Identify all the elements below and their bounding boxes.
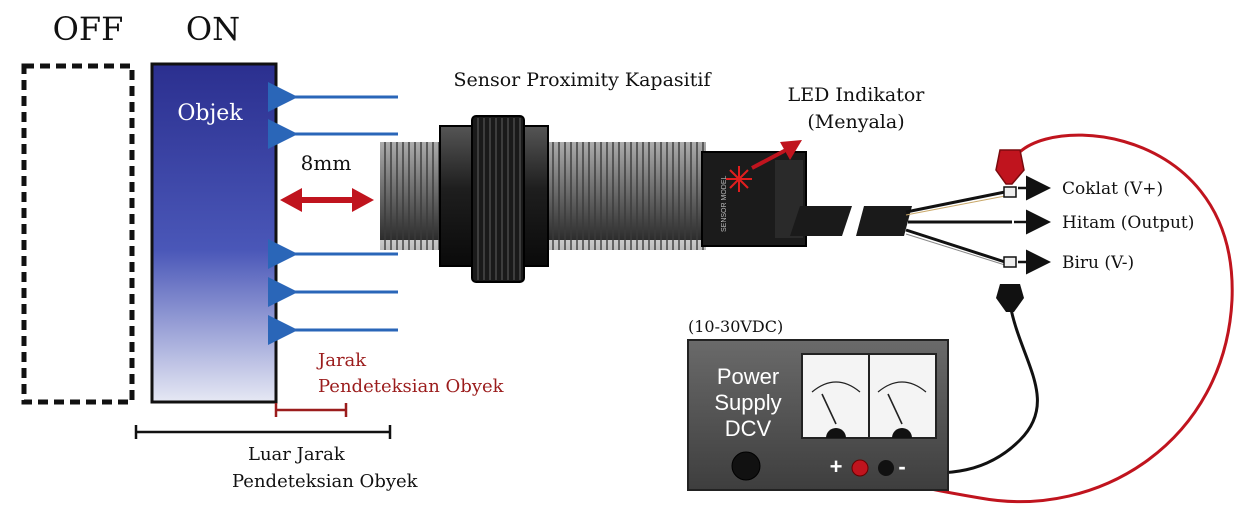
wire-brown [905, 190, 1006, 214]
object-off-outline [21, 63, 135, 405]
range-out-line1: Luar Jarak [248, 444, 346, 465]
range-in-line1: Jarak [316, 350, 367, 371]
psu-voltage-label: (10-30VDC) [688, 317, 783, 336]
sensor-thread-rear [546, 142, 706, 250]
sensor-label: Sensor Proximity Kapasitif [454, 69, 713, 91]
wire-blue [905, 228, 1006, 264]
psu-minus-terminal [878, 460, 894, 476]
on-state-label: ON [186, 10, 240, 48]
psu-title-line3: DCV [725, 416, 772, 441]
psu-knob [731, 451, 761, 481]
led-label-line1: LED Indikator [788, 84, 926, 106]
wire-label-black: Hitam (Output) [1062, 213, 1194, 233]
led-label-line2: (Menyala) [807, 111, 904, 133]
black-clip [996, 284, 1024, 312]
range-in-line2: Pendeteksian Obyek [318, 376, 505, 397]
outside-range-bar [134, 425, 392, 439]
red-clip [995, 149, 1025, 185]
sensor-cable [790, 186, 1017, 268]
object-label: Objek [177, 101, 243, 126]
psu-title-line1: Power [717, 364, 779, 389]
psu-meter-right [877, 381, 927, 425]
sensor-thread-front [380, 142, 442, 250]
wire-label-brown: Coklat (V+) [1062, 179, 1163, 199]
proximity-sensor: SENSOR MODEL [380, 115, 807, 283]
wire-label-blue: Biru (V-) [1062, 253, 1134, 273]
detection-range-bar [274, 403, 348, 417]
off-state-label: OFF [53, 10, 124, 48]
psu-minus-label: - [898, 454, 905, 479]
gap-label: 8mm [301, 151, 352, 175]
led-pointer-arrow [751, 140, 802, 170]
psu-meter-left [811, 381, 861, 425]
object-on-block [150, 62, 278, 404]
wire-arrows [1014, 175, 1051, 275]
psu-title-line2: Supply [714, 390, 781, 415]
psu-plus-terminal [851, 459, 869, 477]
led-indicator [726, 166, 752, 192]
svg-text:SENSOR MODEL: SENSOR MODEL [721, 175, 728, 232]
psu-plus-label: + [830, 454, 843, 479]
gap-double-arrow [280, 188, 374, 212]
detection-field-arrows [268, 82, 398, 345]
power-supply: Power Supply DCV + - [687, 339, 949, 491]
range-out-line2: Pendeteksian Obyek [232, 471, 419, 492]
